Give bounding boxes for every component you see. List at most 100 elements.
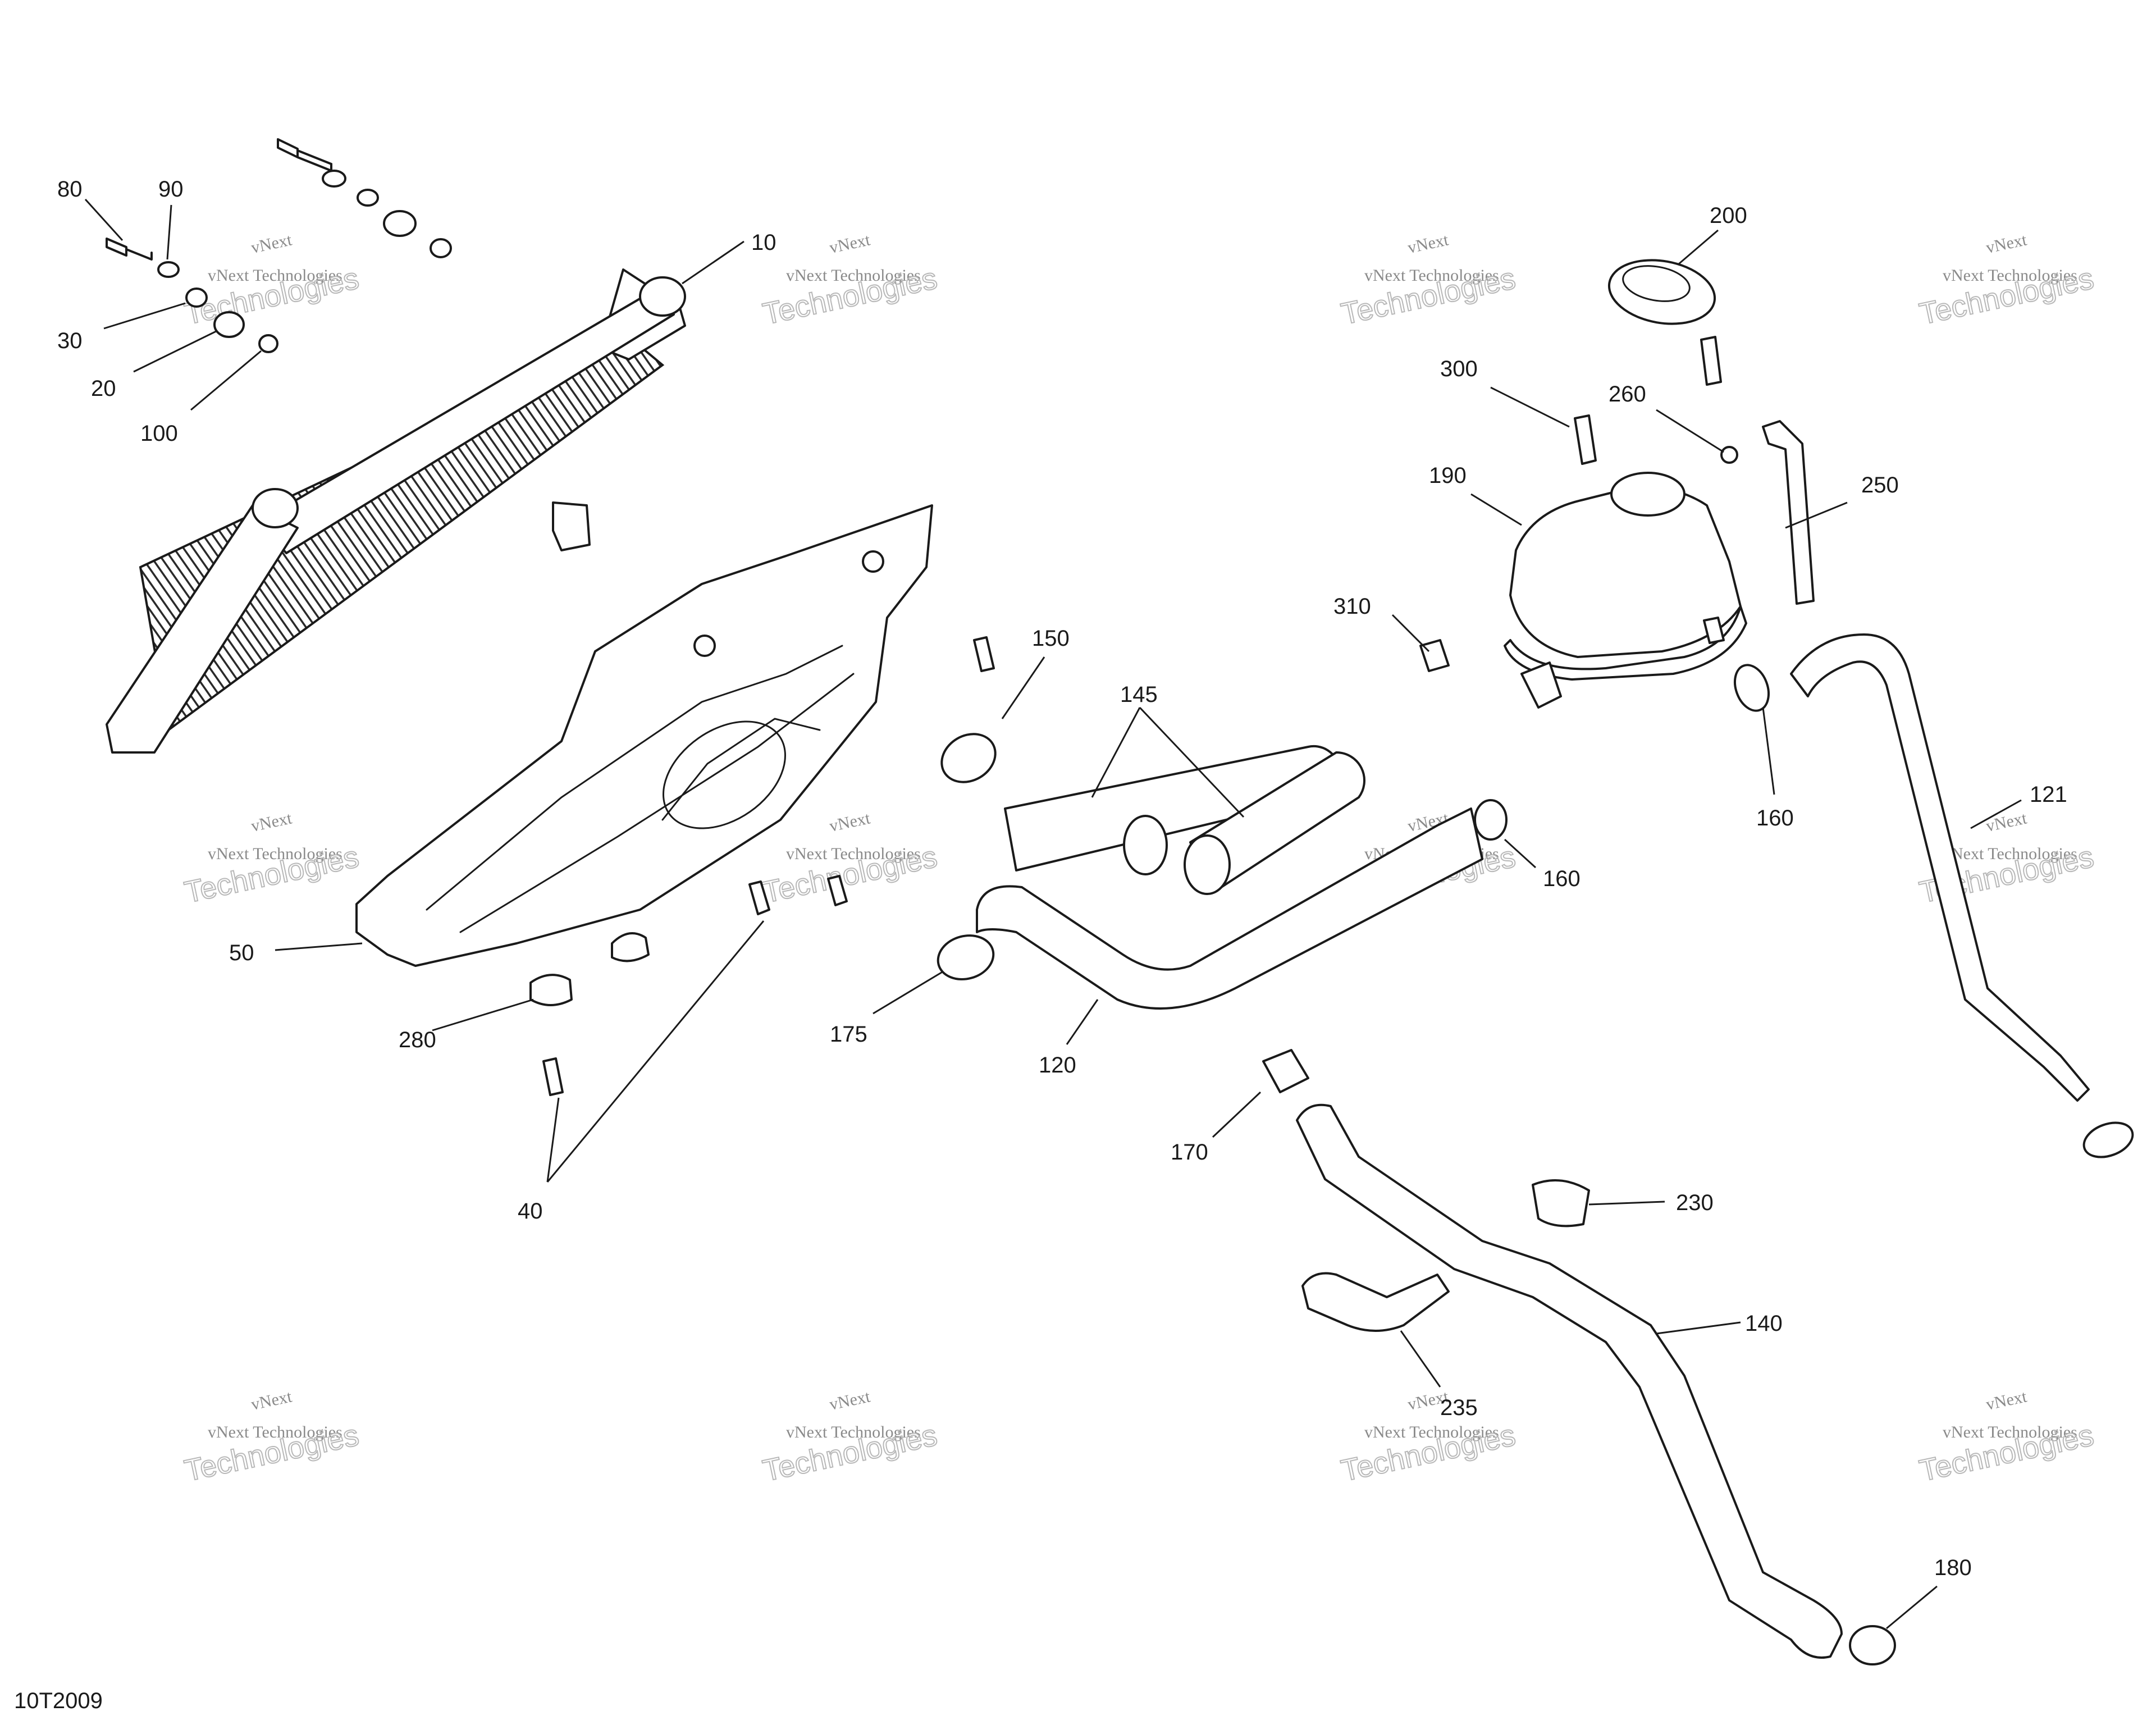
callout-235: 235: [1440, 1395, 1478, 1420]
leader-line: [1762, 707, 1775, 795]
leader-line: [166, 204, 172, 260]
hose-sleeve: [1184, 834, 1231, 895]
leader-lines: [84, 198, 2022, 1630]
watermark-text: vNext: [1984, 1387, 2029, 1414]
watermark: vNext vNext Technologies Technologies: [181, 1387, 362, 1488]
leader-line: [1785, 501, 1848, 529]
fan-shroud-ribs: [426, 645, 855, 933]
watermark: vNext vNext Technologies Technologies: [181, 230, 362, 331]
coolant-pipe: [1296, 1103, 1843, 1659]
hose-clamp: [1474, 799, 1508, 841]
hose-sleeve: [1123, 815, 1168, 875]
mount-hole: [693, 635, 716, 657]
watermark-text: vNext: [249, 230, 294, 257]
watermark-text: vNext: [828, 1387, 872, 1414]
coolant-hose: [1790, 633, 2090, 1102]
cap-top: [1622, 265, 1691, 302]
clip: [1720, 446, 1738, 464]
vent-hose: [1762, 420, 1815, 605]
watermark: vNext vNext Technologies Technologies: [759, 1387, 940, 1488]
watermark: vNext vNext Technologies Technologies: [1916, 230, 2097, 331]
hose-clamp: [2082, 1121, 2134, 1158]
radiator-lower-outlet: [552, 501, 591, 551]
leader-line: [275, 942, 363, 951]
parts: [106, 138, 2134, 1665]
grommet: [611, 932, 650, 962]
leader-line: [546, 920, 765, 1183]
leader-line: [1886, 1585, 1938, 1630]
grommet: [529, 974, 573, 1006]
bolt: [1574, 414, 1597, 465]
watermark-text: vNext: [249, 809, 294, 836]
callout-280: 280: [399, 1028, 436, 1052]
watermark-text: vNext Technologies: [1364, 266, 1499, 285]
leader-line: [1091, 707, 1141, 798]
callout-50: 50: [229, 941, 254, 965]
watermark-text: vNext: [828, 230, 872, 257]
leader-line: [1391, 614, 1430, 652]
callout-80: 80: [57, 177, 83, 202]
hose-sleeve: [1189, 751, 1365, 894]
clip-nut: [1703, 617, 1725, 644]
radiator-end-tank: [106, 504, 299, 754]
leader-line: [1066, 999, 1099, 1045]
leader-line: [84, 198, 124, 241]
callout-200: 200: [1710, 203, 1747, 228]
watermark-text: vNext Technologies: [208, 1423, 342, 1441]
callout-260: 260: [1609, 382, 1646, 407]
watermark: vNext vNext Technologies Technologies: [1916, 1387, 2097, 1488]
callout-160-right: 160: [1756, 806, 1794, 830]
callout-175: 175: [830, 1022, 867, 1047]
leader-line: [133, 330, 217, 373]
washer: [322, 170, 346, 188]
callout-145: 145: [1120, 682, 1158, 707]
leader-line: [190, 350, 262, 411]
leader-line: [103, 302, 186, 330]
watermark-text: vNext Technologies: [786, 266, 921, 285]
watermark: vNext vNext Technologies Technologies: [759, 809, 940, 910]
radiator: [106, 268, 686, 754]
watermark-text: vNext: [1984, 809, 2029, 836]
radiator-inlet: [639, 276, 686, 317]
hose-clamp: [1734, 664, 1770, 712]
radiator-top-fasteners: [277, 138, 452, 258]
leader-line: [1504, 838, 1537, 869]
bolt: [277, 138, 332, 172]
leader-line: [1656, 1321, 1741, 1335]
screw: [542, 1057, 564, 1096]
callout-170: 170: [1171, 1140, 1208, 1165]
screw: [827, 875, 848, 906]
radiator-outlet: [252, 488, 299, 528]
callout-30: 30: [57, 328, 83, 353]
washer: [157, 261, 180, 278]
bracket: [1301, 1272, 1450, 1332]
callout-250: 250: [1861, 473, 1899, 498]
callout-150: 150: [1032, 626, 1070, 651]
watermark: vNext vNext Technologies Technologies: [1337, 1387, 1519, 1488]
callout-10: 10: [751, 230, 776, 255]
callout-160: 160: [1543, 866, 1581, 891]
spacer: [185, 288, 208, 308]
leader-line: [682, 240, 744, 285]
leader-line: [1656, 409, 1724, 453]
leader-line: [432, 998, 534, 1032]
pressure-cap: [1607, 259, 1716, 325]
clip-nut: [1419, 639, 1450, 672]
callout-190: 190: [1429, 463, 1467, 488]
tank-filler-neck: [1610, 472, 1685, 517]
watermark-text: vNext Technologies: [1943, 845, 2077, 863]
screw: [748, 880, 770, 915]
spacer: [357, 189, 379, 207]
hose-clamp: [937, 934, 995, 980]
callout-121: 121: [2030, 782, 2067, 807]
watermark: vNext vNext Technologies Technologies: [1337, 230, 1519, 331]
hose-clamp: [1532, 1179, 1590, 1227]
watermark-text: vNext Technologies: [1943, 266, 2077, 285]
hose-clamp: [1262, 1049, 1309, 1093]
leader-line: [1470, 493, 1522, 526]
watermark-text: vNext Technologies: [208, 266, 342, 285]
callout-100: 100: [140, 421, 178, 446]
watermark: vNext vNext Technologies Technologies: [181, 809, 362, 910]
bolt: [1700, 336, 1722, 386]
screw: [973, 636, 995, 672]
